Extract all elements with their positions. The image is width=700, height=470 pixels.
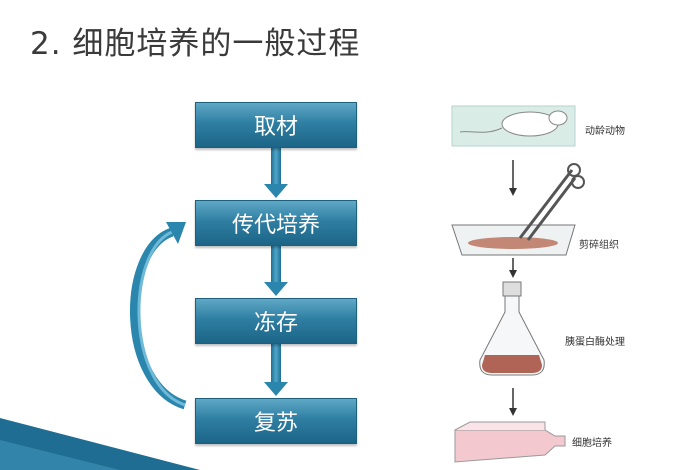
arrow-step-2 [509,258,517,278]
dish-illustration [451,163,585,256]
step-box-subculture: 传代培养 [195,200,357,246]
label-animal: 动龄动物 [585,126,625,137]
arrow-step-1 [509,160,517,196]
arrow-step-3 [509,388,517,416]
step-box-cryopreservation: 冻存 [195,298,357,344]
mouse-illustration [451,105,576,147]
culture-bottle-illustration [454,421,566,463]
label-minced-tissue: 剪碎组织 [579,240,619,251]
down-arrow-2 [264,246,288,296]
step-box-collection: 取材 [195,102,357,148]
down-arrow-1 [264,146,288,198]
label-cell-culture: 细胞培养 [572,438,612,449]
down-arrow-3 [264,344,288,396]
label-trypsin: 胰蛋白酶处理 [565,337,625,348]
step-box-recovery: 复苏 [195,398,357,444]
loop-arrow [129,222,187,410]
flask-illustration [479,281,545,376]
corner-decoration [0,418,200,470]
page-title: 2. 细胞培养的一般过程 [30,26,361,62]
